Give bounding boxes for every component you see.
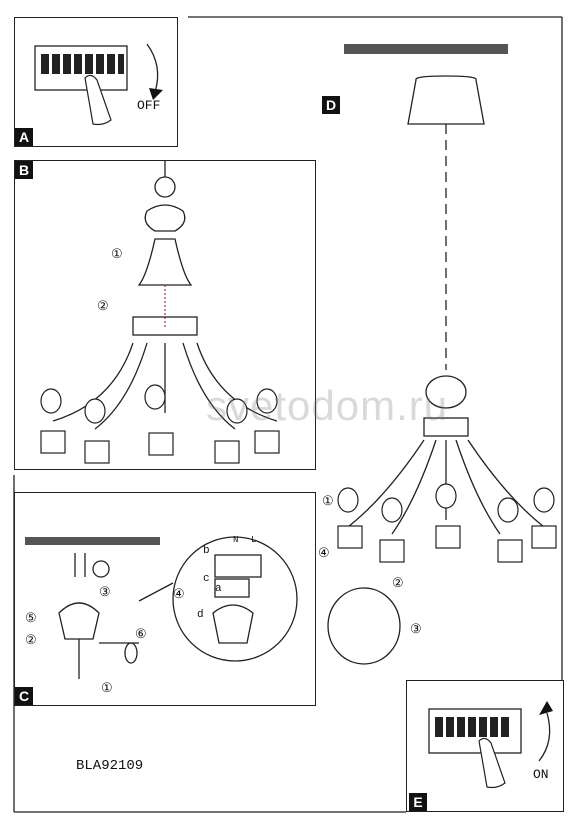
panel-c: ③ ⑤ ② ⑥ ① ④ a b c d N L C <box>14 492 316 706</box>
panel-b: ① ② B <box>14 160 316 470</box>
panel-b-tag: B <box>15 161 33 179</box>
step-d-1: ① <box>322 494 334 509</box>
step-b-2: ② <box>97 299 109 314</box>
terminal-l: L <box>251 535 257 545</box>
model-code: BLA92109 <box>76 758 144 774</box>
letter-a: a <box>215 583 222 595</box>
off-label: OFF <box>137 98 161 113</box>
breaker-on-illustration <box>428 701 553 789</box>
panel-c-tag: C <box>15 687 33 705</box>
step-c-3: ③ <box>99 585 111 600</box>
step-c-1: ① <box>101 681 113 696</box>
terminal-n: N <box>233 535 239 545</box>
panel-d-tag: D <box>322 96 340 114</box>
step-c-5: ⑤ <box>25 611 37 626</box>
letter-b: b <box>203 545 210 557</box>
watermark: svetodom.ru <box>206 382 449 429</box>
chandelier-assembled-illustration <box>327 44 557 665</box>
breaker-off-illustration <box>34 43 163 126</box>
panel-e: ON E <box>406 680 564 812</box>
step-d-4: ④ <box>318 546 330 561</box>
step-d-3: ③ <box>410 622 422 637</box>
wiring-connection-illustration <box>25 536 298 679</box>
letter-c: c <box>203 573 210 585</box>
step-b-1: ① <box>111 247 123 262</box>
letter-d: d <box>197 609 204 621</box>
step-d-2: ② <box>392 576 404 591</box>
panel-a-tag: A <box>15 128 33 146</box>
panel-e-tag: E <box>409 793 427 811</box>
chandelier-canopy-detach-illustration <box>40 161 280 464</box>
panel-a: OFF A <box>14 17 178 147</box>
step-c-2: ② <box>25 633 37 648</box>
step-c-6: ⑥ <box>135 627 147 642</box>
on-label: ON <box>533 767 549 782</box>
step-c-4: ④ <box>173 587 185 602</box>
